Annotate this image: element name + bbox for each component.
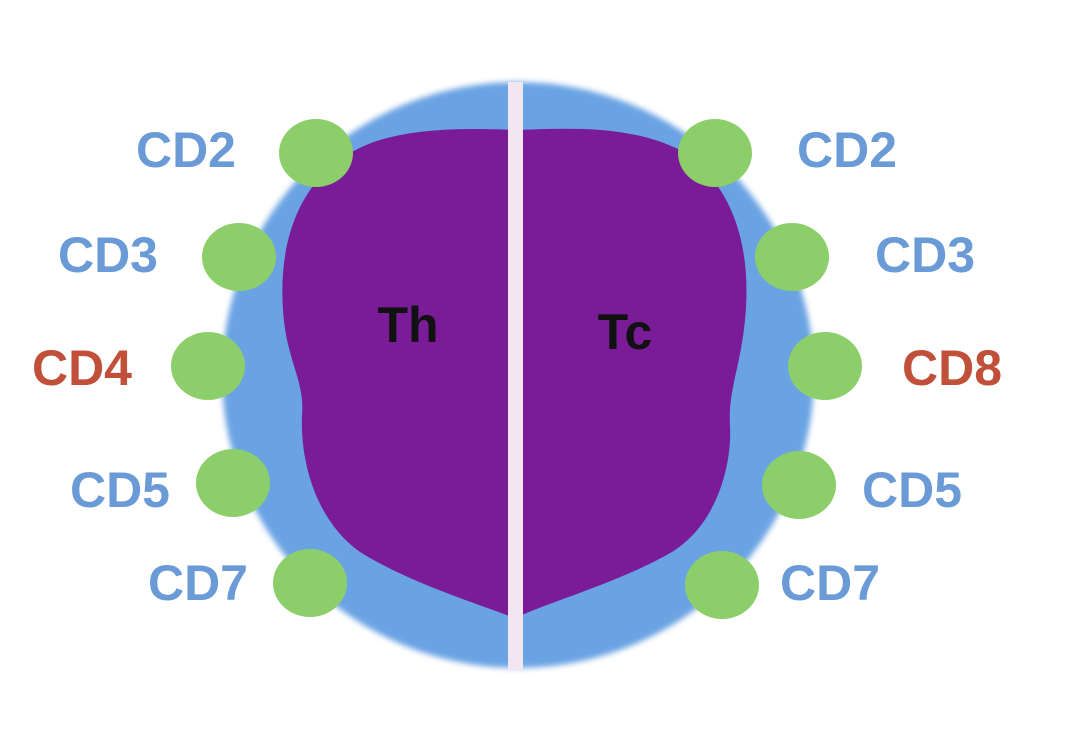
th-cell-label: Th: [377, 297, 438, 353]
marker-dot: [755, 223, 829, 291]
left-marker-label-cd7: CD7: [148, 555, 248, 611]
marker-dot: [196, 449, 270, 517]
marker-dot: [279, 119, 353, 187]
right-marker-label-cd7: CD7: [780, 555, 880, 611]
left-markers: [171, 119, 353, 617]
marker-dot: [171, 332, 245, 400]
left-marker-labels: CD2 CD3 CD4 CD5 CD7: [32, 122, 248, 611]
center-divider: [508, 82, 523, 670]
right-marker-label-cd3: CD3: [875, 227, 975, 283]
right-marker-labels: CD2 CD3 CD8 CD5 CD7: [780, 122, 1002, 611]
marker-dot: [685, 551, 759, 619]
right-marker-label-cd8: CD8: [902, 340, 1002, 396]
right-markers: [678, 119, 862, 619]
left-marker-label-cd5: CD5: [70, 462, 170, 518]
right-marker-label-cd2: CD2: [797, 122, 897, 178]
marker-dot: [762, 451, 836, 519]
marker-dot: [202, 223, 276, 291]
tc-cell-label: Tc: [598, 304, 653, 360]
marker-dot: [678, 119, 752, 187]
left-marker-label-cd3: CD3: [58, 227, 158, 283]
marker-dot: [273, 549, 347, 617]
left-marker-label-cd4: CD4: [32, 340, 132, 396]
left-marker-label-cd2: CD2: [136, 122, 236, 178]
marker-dot: [788, 332, 862, 400]
right-marker-label-cd5: CD5: [862, 462, 962, 518]
